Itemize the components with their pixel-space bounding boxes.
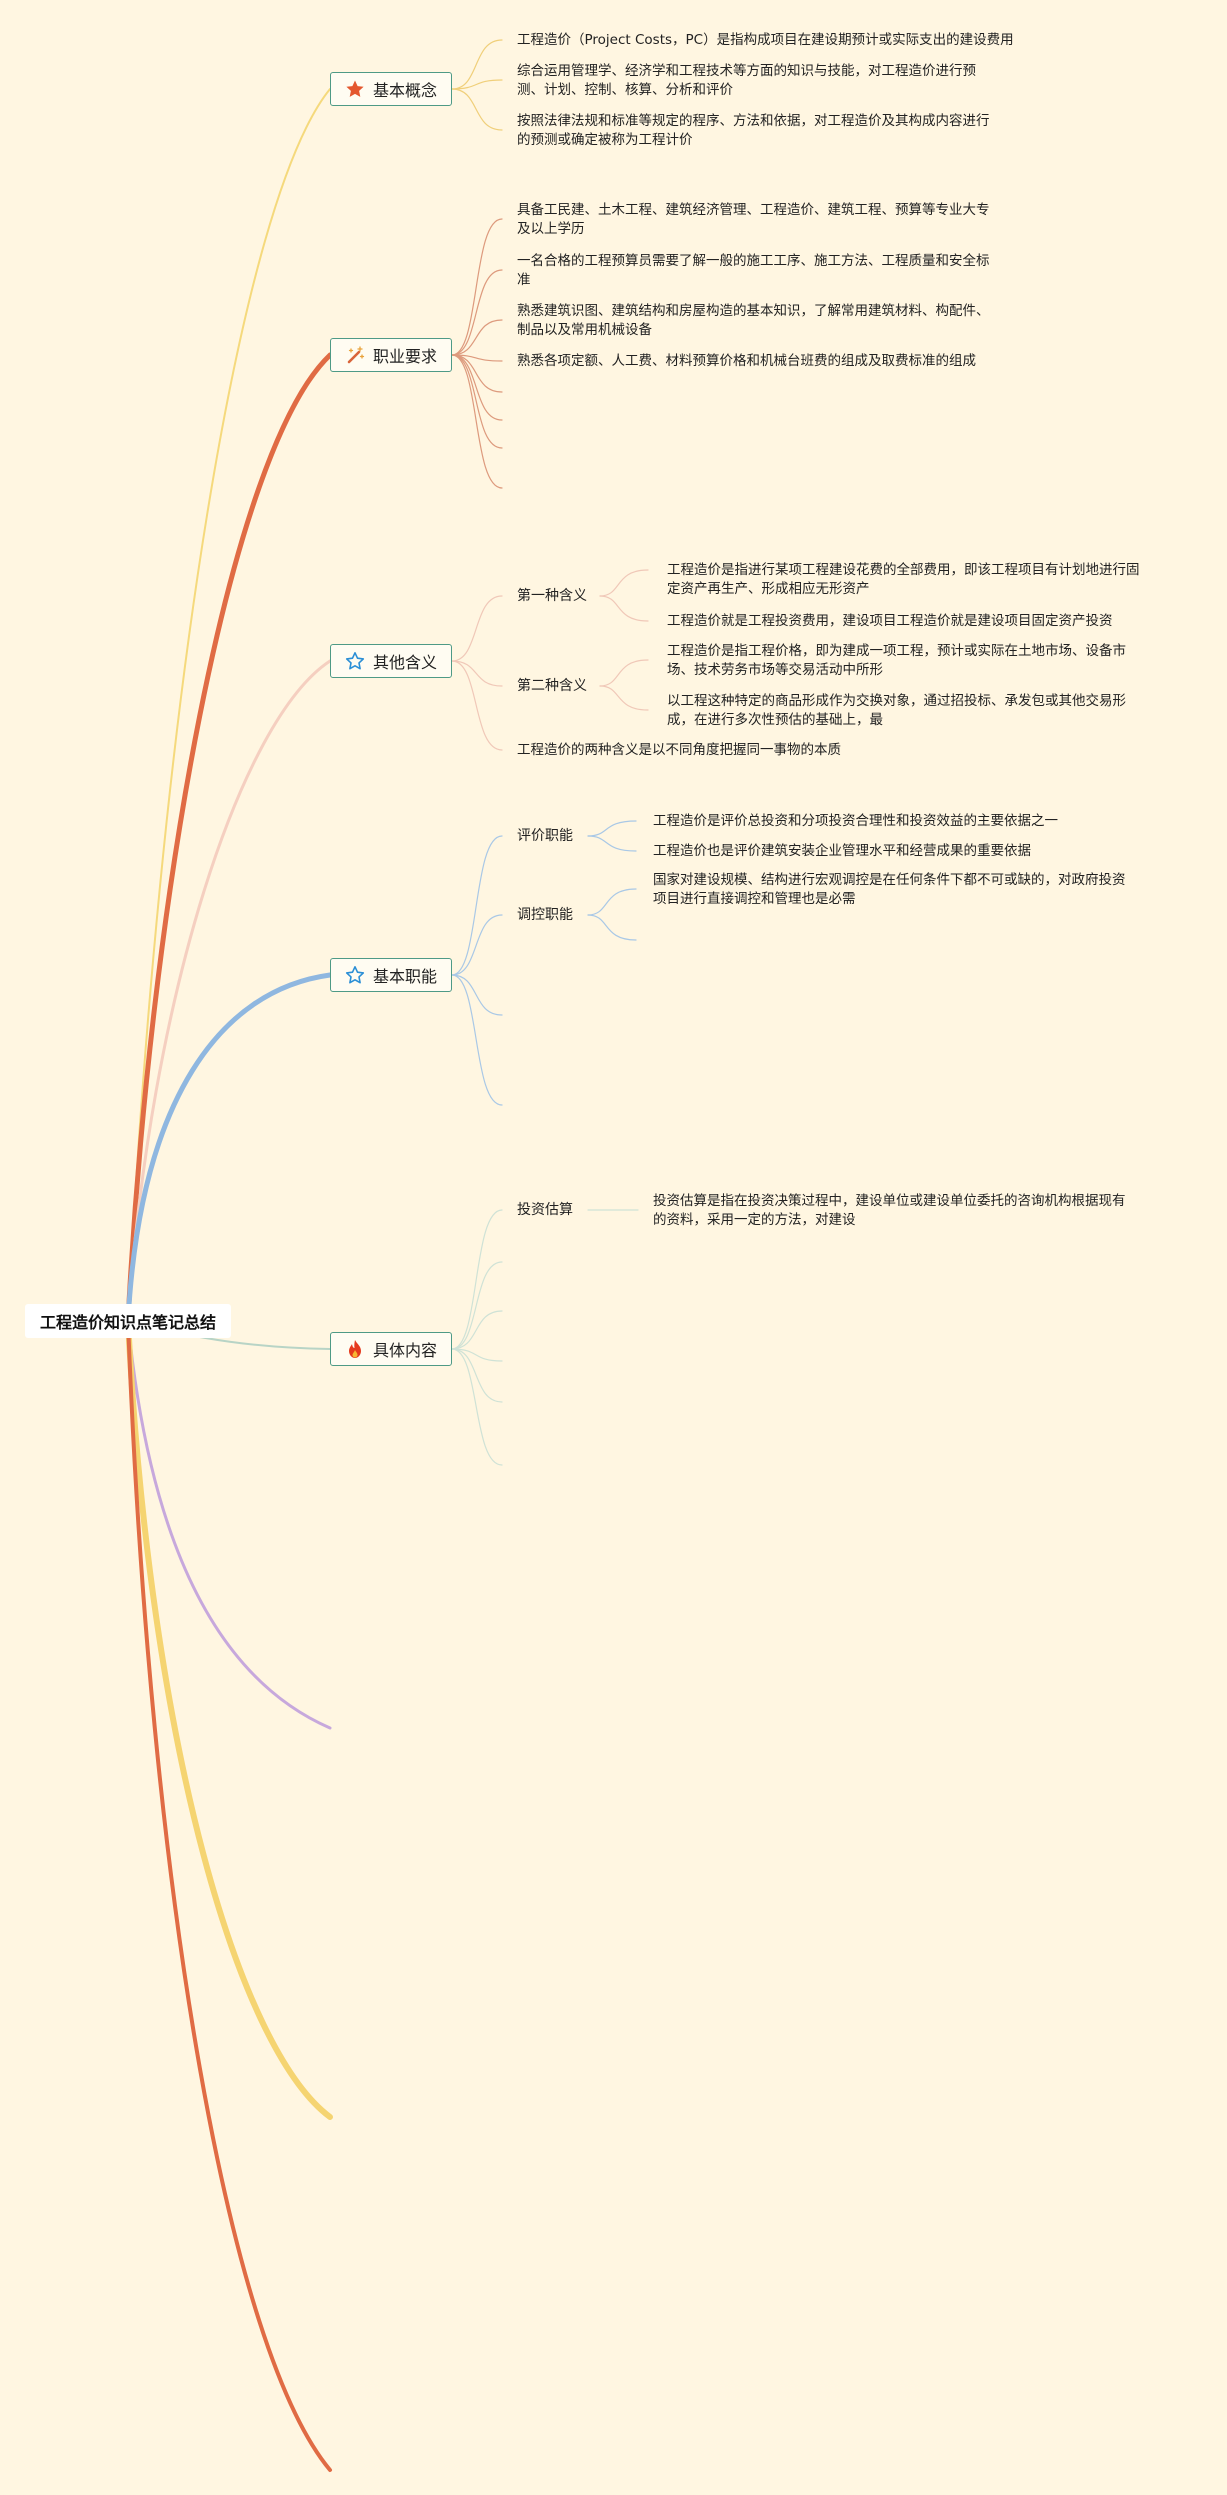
connector-career-0 xyxy=(451,218,503,356)
connector-career-2 xyxy=(451,319,503,356)
connector-career-1 xyxy=(451,269,503,356)
connector-content-1 xyxy=(451,1261,503,1350)
text-line: 工程造价是指工程价格，即为建成一项工程，预计或实际在土地市场、设备市 xyxy=(667,643,1126,659)
text-line: 工程造价是指进行某项工程建设花费的全部费用，即该工程项目有计划地进行固 xyxy=(667,562,1140,578)
connector-content-0 xyxy=(451,1209,503,1350)
text-line: 准 xyxy=(517,272,531,288)
connector-second-1 xyxy=(599,685,649,711)
second-meaning-item-2[interactable]: 以工程这种特定的商品形成作为交换对象，通过招投标、承发包或其他交易形 成，在进行… xyxy=(667,692,1126,730)
basic-concept-item-2[interactable]: 综合运用管理学、经济学和工程技术等方面的知识与技能，对工程造价进行预 测、计划、… xyxy=(517,62,976,100)
topic-basic-concept[interactable]: 基本概念 xyxy=(330,72,452,106)
text-line: 制品以及常用机械设备 xyxy=(517,322,652,338)
connector-first-1 xyxy=(599,595,649,622)
text-line: 按照法律法规和标准等规定的程序、方法和依据，对工程造价及其构成内容进行 xyxy=(517,113,990,129)
topic-label: 基本概念 xyxy=(372,81,437,100)
career-item-4[interactable]: 熟悉各项定额、人工费、材料预算价格和机械台班费的组成及取费标准的组成 xyxy=(517,353,976,369)
text-line: 的资料，采用一定的方法，对建设 xyxy=(653,1212,856,1228)
branch-basic-concept xyxy=(127,88,331,1322)
basic-concept-item-1[interactable]: 工程造价（Project Costs，PC）是指构成项目在建设期预计或实际支出的… xyxy=(517,32,1014,48)
topic-career-requirements[interactable]: 职业要求 xyxy=(330,338,452,372)
first-meaning-item-1[interactable]: 工程造价是指进行某项工程建设花费的全部费用，即该工程项目有计划地进行固 定资产再… xyxy=(667,561,1140,599)
topic-label: 其他含义 xyxy=(372,653,437,672)
connector-content-4 xyxy=(451,1348,503,1403)
other-meaning-note[interactable]: 工程造价的两种含义是以不同角度把握同一事物的本质 xyxy=(517,742,841,758)
text-line: 成，在进行多次性预估的基础上，最 xyxy=(667,712,883,728)
topic-basic-functions[interactable]: 基本职能 xyxy=(330,958,452,992)
regulate-item-1[interactable]: 国家对建设规模、结构进行宏观调控是在任何条件下都不可或缺的，对政府投资 项目进行… xyxy=(653,871,1126,909)
star-outline-icon xyxy=(345,651,365,671)
star-outline-icon xyxy=(345,965,365,985)
text-line: 场、技术劳务市场等交易活动中所形 xyxy=(667,662,883,678)
connector-content-2 xyxy=(451,1310,503,1350)
evaluate-item-1[interactable]: 工程造价是评价总投资和分项投资合理性和投资效益的主要依据之一 xyxy=(653,813,1058,829)
connector-other-2 xyxy=(451,660,503,751)
topic-specific-content[interactable]: 具体内容 xyxy=(330,1332,452,1366)
text-line: 熟悉建筑识图、建筑结构和房屋构造的基本知识，了解常用建筑材料、构配件、 xyxy=(517,303,990,319)
text-line: 定资产再生产、形成相应无形资产 xyxy=(667,581,870,597)
first-meaning-item-2[interactable]: 工程造价就是工程投资费用，建设项目工程造价就是建设项目固定资产投资 xyxy=(667,613,1113,629)
fire-icon xyxy=(345,1339,365,1359)
basic-concept-item-3[interactable]: 按照法律法规和标准等规定的程序、方法和依据，对工程造价及其构成内容进行 的预测或… xyxy=(517,112,990,150)
text-line: 及以上学历 xyxy=(517,221,585,237)
connector-other-1 xyxy=(451,660,503,687)
connector-evaluate-0 xyxy=(587,820,637,837)
branch-extra-yellow xyxy=(125,1318,333,2120)
text-line: 以工程这种特定的商品形成作为交换对象，通过招投标、承发包或其他交易形 xyxy=(667,693,1126,709)
text-line: 投资估算是指在投资决策过程中，建设单位或建设单位委托的咨询机构根据现有 xyxy=(653,1193,1126,1209)
star-filled-icon xyxy=(345,79,365,99)
root-topic[interactable]: 工程造价知识点笔记总结 xyxy=(25,1304,231,1338)
topic-label: 基本职能 xyxy=(372,967,437,986)
branch-functions xyxy=(125,972,333,1324)
second-meaning-item-1[interactable]: 工程造价是指工程价格，即为建成一项工程，预计或实际在土地市场、设备市 场、技术劳… xyxy=(667,642,1126,680)
connector-functions-0 xyxy=(451,835,503,976)
connector-functions-3 xyxy=(451,974,503,1106)
connector-functions-1 xyxy=(451,914,503,976)
first-meaning-node[interactable]: 第一种含义 xyxy=(517,588,587,604)
branch-extra-purple xyxy=(126,1319,332,1730)
connector-functions-2 xyxy=(451,974,503,1016)
investment-estimate-item-1[interactable]: 投资估算是指在投资决策过程中，建设单位或建设单位委托的咨询机构根据现有 的资料，… xyxy=(653,1192,1126,1230)
text-line: 测、计划、控制、核算、分析和评价 xyxy=(517,82,733,98)
connector-basic-2 xyxy=(451,88,503,131)
second-meaning-node[interactable]: 第二种含义 xyxy=(517,678,587,694)
text-line: 的预测或确定被称为工程计价 xyxy=(517,132,693,148)
text-line: 综合运用管理学、经济学和工程技术等方面的知识与技能，对工程造价进行预 xyxy=(517,63,976,79)
topic-label: 职业要求 xyxy=(372,347,437,366)
topic-other-meaning[interactable]: 其他含义 xyxy=(330,644,452,678)
connector-regulate-0 xyxy=(587,888,637,916)
connector-basic-0 xyxy=(451,39,503,90)
connector-career-3 xyxy=(451,354,503,362)
connector-first-0 xyxy=(599,569,649,597)
career-item-1[interactable]: 具备工民建、土木工程、建筑经济管理、工程造价、建筑工程、预算等专业大专 及以上学… xyxy=(517,201,990,239)
evaluate-item-2[interactable]: 工程造价也是评价建筑安装企业管理水平和经营成果的重要依据 xyxy=(653,843,1031,859)
topic-label: 具体内容 xyxy=(372,1341,437,1360)
text-line: 国家对建设规模、结构进行宏观调控是在任何条件下都不可或缺的，对政府投资 xyxy=(653,872,1126,888)
connector-regulate-1 xyxy=(587,914,637,941)
branch-career xyxy=(125,352,333,1324)
regulate-function-node[interactable]: 调控职能 xyxy=(517,907,573,923)
evaluate-function-node[interactable]: 评价职能 xyxy=(517,828,573,844)
branch-other-meaning xyxy=(126,659,332,1323)
connector-career-6 xyxy=(451,354,503,449)
connector-other-0 xyxy=(451,595,503,662)
connector-career-7 xyxy=(451,354,503,489)
connector-content-5 xyxy=(451,1348,503,1466)
career-item-2[interactable]: 一名合格的工程预算员需要了解一般的施工工序、施工方法、工程质量和安全标 准 xyxy=(517,252,990,290)
magic-wand-icon xyxy=(345,345,365,365)
investment-estimate-node[interactable]: 投资估算 xyxy=(517,1202,573,1218)
text-line: 具备工民建、土木工程、建筑经济管理、工程造价、建筑工程、预算等专业大专 xyxy=(517,202,990,218)
connector-evaluate-1 xyxy=(587,835,637,852)
connector-career-4 xyxy=(451,354,503,393)
connector-basic-1 xyxy=(451,79,503,90)
text-line: 一名合格的工程预算员需要了解一般的施工工序、施工方法、工程质量和安全标 xyxy=(517,253,990,269)
connector-career-5 xyxy=(451,354,503,421)
career-item-3[interactable]: 熟悉建筑识图、建筑结构和房屋构造的基本知识，了解常用建筑材料、构配件、 制品以及… xyxy=(517,302,990,340)
connector-second-0 xyxy=(599,659,649,687)
branch-extra-red xyxy=(126,1319,332,2472)
connector-content-3 xyxy=(451,1348,503,1362)
text-line: 项目进行直接调控和管理也是必需 xyxy=(653,891,856,907)
